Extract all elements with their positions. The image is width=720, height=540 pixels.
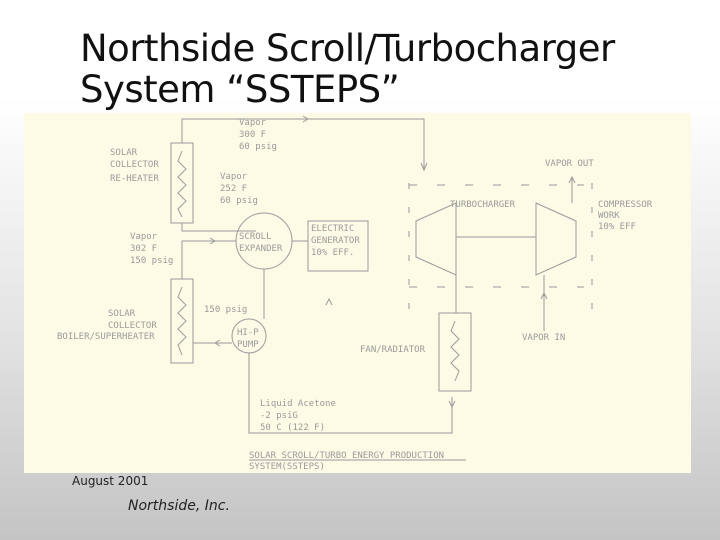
- diagram-caption: SOLAR SCROLL/TURBO ENERGY PRODUCTION SYS…: [249, 451, 450, 472]
- pipe-top: [181, 118, 425, 171]
- label-vapor-top: Vapor 300 F 60 psig: [239, 118, 277, 152]
- label-vapor-out: VAPOR OUT: [545, 159, 594, 169]
- diagram-svg: Vapor 300 F 60 psig SOLAR COLLECTOR RE-H…: [57, 115, 658, 472]
- title-line-2: System “SSTEPS”: [80, 68, 400, 111]
- radiator-box: [438, 312, 472, 392]
- turbine-shape: [415, 202, 457, 276]
- arrow-down-turbo: [420, 162, 428, 172]
- arrow-pump-boiler: [214, 339, 221, 347]
- reheater-coil: [177, 150, 187, 218]
- radiator-coil: [450, 320, 460, 382]
- label-vapor-mid: Vapor 252 F 60 psig: [220, 172, 258, 206]
- slide-title: Northside Scroll/Turbocharger System “SS…: [80, 28, 615, 110]
- arrow-radiator-down: [448, 400, 456, 409]
- electric-generator-box: [307, 220, 369, 272]
- label-electric-generator: ELECTRIC GENERATOR 10% EFF.: [311, 224, 365, 258]
- footer-company: Northside, Inc.: [128, 498, 230, 514]
- label-fan-radiator: FAN/RADIATOR: [360, 345, 426, 355]
- label-liquid-acetone: Liquid Acetone -2 psiG 50 C (122 F): [260, 399, 341, 433]
- boiler-coil: [177, 286, 187, 356]
- label-solar-reheater: SOLAR COLLECTOR RE-HEATER: [110, 148, 164, 184]
- pipe-boiler-expander: [181, 240, 236, 279]
- system-diagram: Vapor 300 F 60 psig SOLAR COLLECTOR RE-H…: [24, 113, 691, 473]
- title-line-1: Northside Scroll/Turbocharger: [80, 27, 615, 70]
- arrow-vapor-in: [540, 291, 548, 300]
- compressor-shape: [535, 202, 577, 276]
- label-solar-boiler: SOLAR COLLECTOR BOILER/SUPERHEATER: [57, 309, 162, 342]
- label-scroll-expander: SCROLL EXPANDER: [239, 232, 283, 254]
- footer-date: August 2001: [72, 474, 149, 488]
- label-150-psig: 150 psig: [204, 305, 247, 315]
- label-vapor-in: VAPOR IN: [522, 333, 565, 343]
- arrow-boiler-expander: [209, 237, 216, 245]
- pipe-reheater-expander: [181, 223, 256, 232]
- pipe-liquid-return: [248, 353, 453, 434]
- label-turbocharger: TURBOCHARGER: [450, 200, 516, 210]
- solar-reheater-box: [170, 142, 194, 224]
- arrow-small-up: [325, 297, 333, 306]
- label-pump: HI-P PUMP: [237, 328, 264, 350]
- arrow-vapor-out: [568, 175, 576, 184]
- arrow-top: [302, 115, 309, 123]
- label-vapor-left: Vapor 302 F 150 psig: [130, 232, 173, 266]
- solar-boiler-box: [170, 278, 194, 364]
- label-compressor: COMPRESSOR WORK 10% EFF: [598, 200, 658, 232]
